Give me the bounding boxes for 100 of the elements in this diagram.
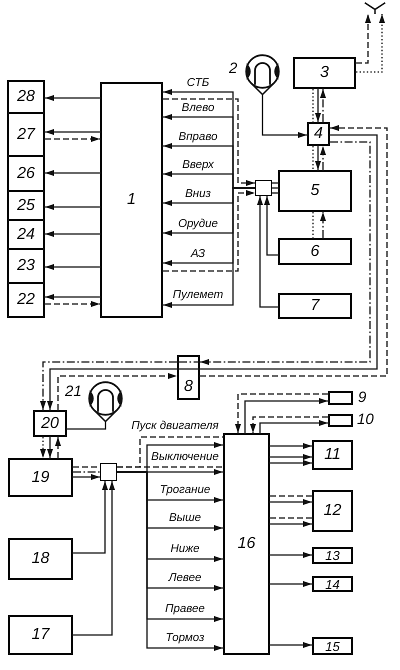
edge-label: Правее <box>164 603 206 616</box>
arrow <box>45 264 100 270</box>
numbered-block <box>7 250 45 284</box>
arrow <box>315 146 321 170</box>
arrow <box>45 170 100 176</box>
numbered-block <box>293 57 356 89</box>
junction-box <box>100 463 117 481</box>
connector-line <box>270 495 312 497</box>
arrow <box>270 521 312 527</box>
connector-line <box>272 192 278 194</box>
arrow <box>45 301 100 307</box>
numbered-block <box>177 355 200 400</box>
arrow <box>270 454 312 460</box>
numbered-block <box>7 284 45 318</box>
arrow <box>356 14 385 73</box>
block-number: 16 <box>238 536 256 552</box>
block-number: 25 <box>17 198 35 214</box>
connector-line <box>117 466 223 468</box>
arrow <box>264 196 278 256</box>
arrow <box>270 443 312 449</box>
arrow <box>40 437 46 458</box>
edge-label: Вправо <box>178 131 218 144</box>
arrow <box>45 204 100 210</box>
arrow <box>47 368 177 410</box>
numbered-block <box>100 82 163 318</box>
numbered-block <box>278 238 352 265</box>
numbered-block <box>312 440 353 470</box>
arrow <box>45 129 100 135</box>
numbered-block <box>7 80 45 114</box>
numbered-block <box>33 410 67 437</box>
arrow <box>73 474 100 480</box>
block-number: 18 <box>32 551 50 567</box>
numbered-block <box>278 293 352 319</box>
numbered-block <box>7 192 45 221</box>
arrow <box>270 460 312 466</box>
arrow <box>244 398 328 433</box>
block-number: 22 <box>17 292 35 308</box>
arrow <box>235 393 328 433</box>
arrow <box>320 146 326 170</box>
arrow <box>73 481 115 636</box>
connector-line <box>312 146 314 170</box>
block-number: 27 <box>17 126 35 142</box>
block-number: 19 <box>32 470 50 486</box>
arrow <box>257 196 278 308</box>
headphones-icon <box>245 54 280 95</box>
block-number: 24 <box>17 226 35 242</box>
arrow <box>320 89 326 122</box>
numbered-block <box>8 615 73 655</box>
arrow <box>250 416 328 433</box>
arrow <box>270 581 312 587</box>
numbered-block <box>8 538 73 580</box>
block-number: 13 <box>325 549 340 562</box>
edge-label: Пуск двигателя <box>130 420 220 433</box>
block-number: 14 <box>325 578 340 590</box>
block-number: 15 <box>325 640 340 652</box>
block-number: 23 <box>17 258 35 274</box>
arrow <box>45 294 100 300</box>
small-block <box>328 391 353 405</box>
numbered-block <box>8 458 73 497</box>
arrow <box>40 361 177 410</box>
edge-label: Вверх <box>181 159 215 172</box>
connector-line <box>73 466 100 468</box>
arrow <box>270 499 312 505</box>
arrow <box>45 136 100 142</box>
edge-label: Пулемет <box>172 289 224 302</box>
numbered-block <box>307 122 330 146</box>
headphones-icon <box>88 381 123 422</box>
block-number: 12 <box>324 503 342 519</box>
edge-label: Орудие <box>177 218 219 231</box>
small-block <box>328 414 353 427</box>
numbered-block <box>312 576 353 592</box>
arrow <box>262 95 307 138</box>
numbered-block <box>312 637 353 655</box>
numbered-block <box>7 114 45 157</box>
antenna-symbol <box>364 2 386 14</box>
arrow <box>259 420 328 433</box>
block-number: 6 <box>310 244 320 260</box>
block-number: 11 <box>324 447 341 463</box>
block-number: 5 <box>310 183 320 199</box>
edge-label: Тормоз <box>164 632 206 645</box>
arrow <box>45 95 100 101</box>
block-number: 28 <box>17 89 35 105</box>
junction-box <box>255 180 272 196</box>
block-number: 20 <box>41 416 59 432</box>
connector-line <box>272 182 278 184</box>
arrow <box>45 231 100 237</box>
block-number: 7 <box>310 298 320 314</box>
reference-number: 9 <box>358 390 366 405</box>
block-number: 17 <box>32 627 50 643</box>
reference-number: 21 <box>65 384 82 399</box>
arrow <box>55 437 61 458</box>
connector-line <box>270 517 312 519</box>
numbered-block <box>312 547 353 564</box>
numbered-block <box>7 221 45 250</box>
arrow <box>320 212 326 238</box>
block-number: 8 <box>184 379 193 395</box>
block-number: 3 <box>320 65 329 81</box>
arrow <box>117 471 223 651</box>
numbered-block <box>278 170 352 212</box>
connector-line <box>312 89 314 122</box>
